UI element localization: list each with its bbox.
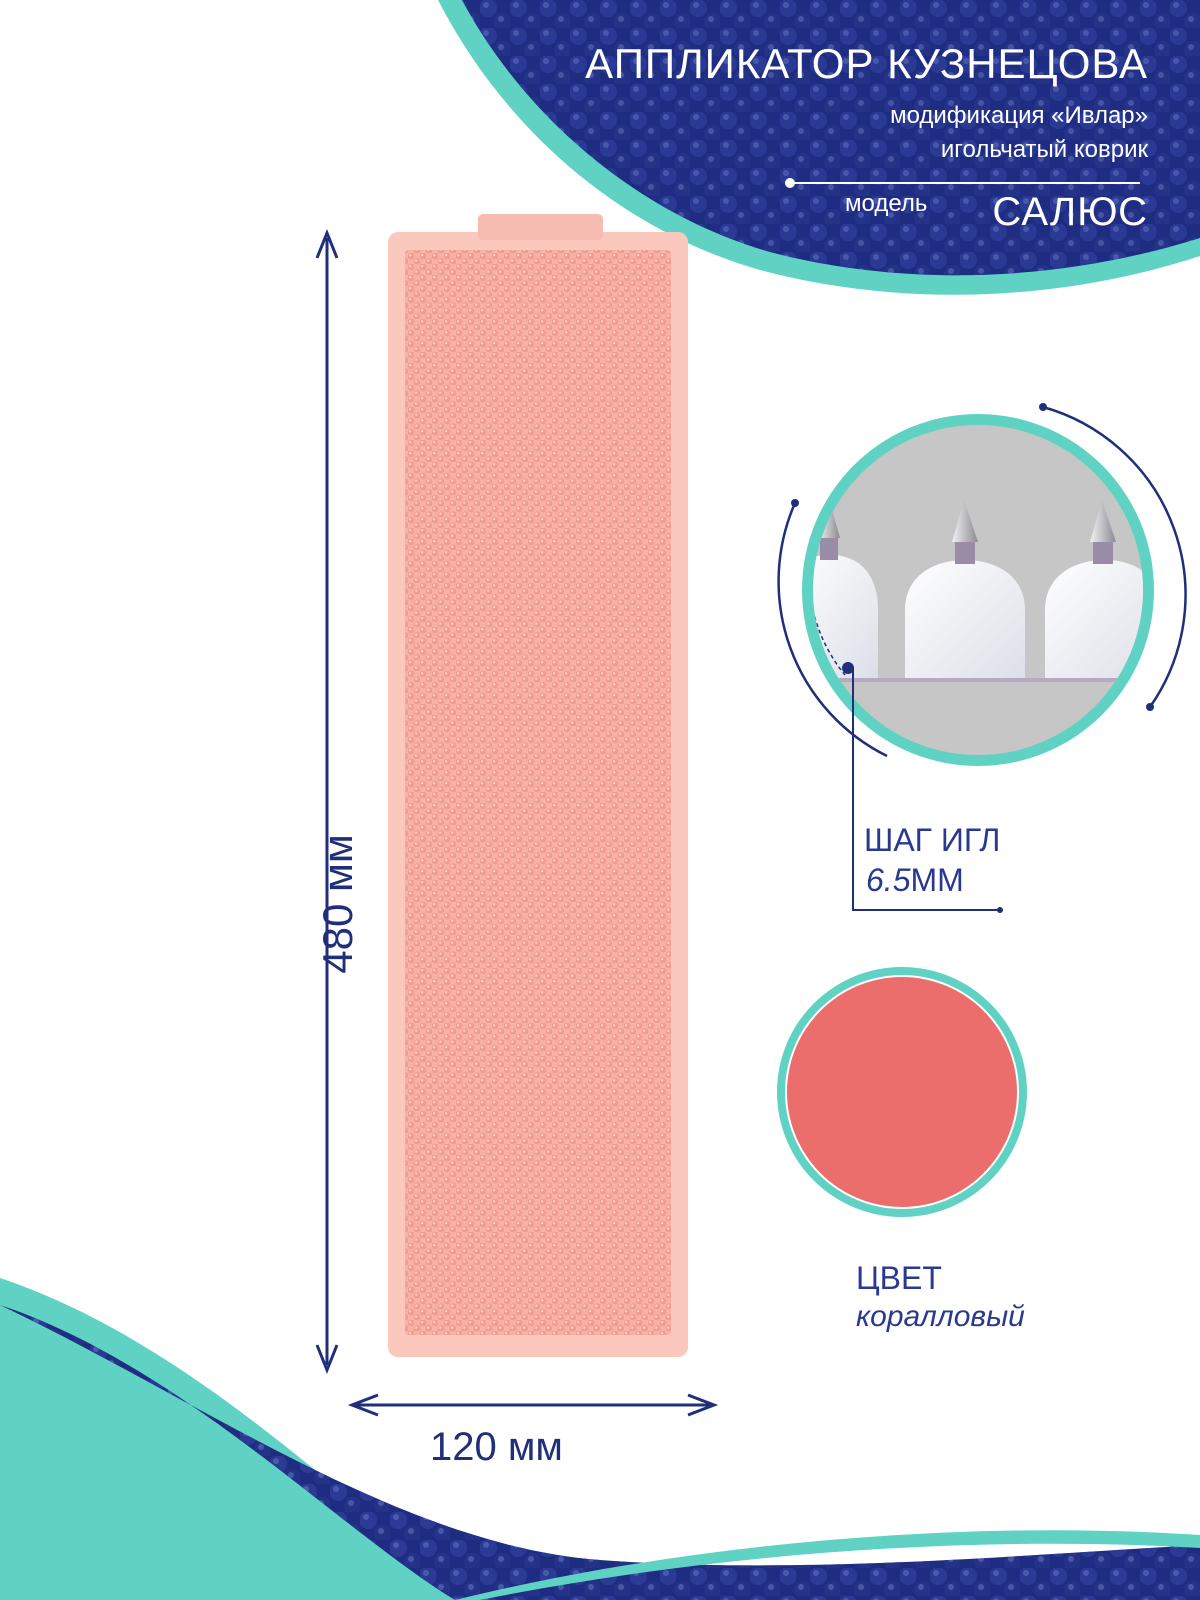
needle-step-value: 6.5ММ [866, 862, 964, 899]
subtitle-type: игольчатый коврик [940, 136, 1148, 163]
width-dimension-label: 120 мм [430, 1425, 563, 1469]
height-dimension-label: 480 мм [314, 834, 361, 974]
applicator-mat [388, 214, 688, 1357]
color-swatch-graphic [777, 967, 1027, 1217]
bottom-mat-band [0, 1278, 1200, 1600]
subtitle-modification: модификация «Ивлар» [890, 102, 1148, 129]
model-value: САЛЮС [992, 190, 1148, 234]
needle-step-label: ШАГ ИГЛ [864, 822, 1001, 858]
color-value: коралловый [856, 1300, 1025, 1333]
model-label: модель [845, 190, 928, 217]
page-title: АППЛИКАТОР КУЗНЕЦОВА [585, 40, 1148, 87]
needle-step-number: 6.5 [866, 862, 911, 898]
width-arrow [347, 1393, 719, 1417]
needle-step-unit: ММ [910, 862, 964, 898]
top-mat-band [438, 0, 1200, 295]
color-label: ЦВЕТ [856, 1260, 942, 1296]
needle-closeup [777, 403, 1187, 913]
height-arrow [315, 228, 339, 1375]
